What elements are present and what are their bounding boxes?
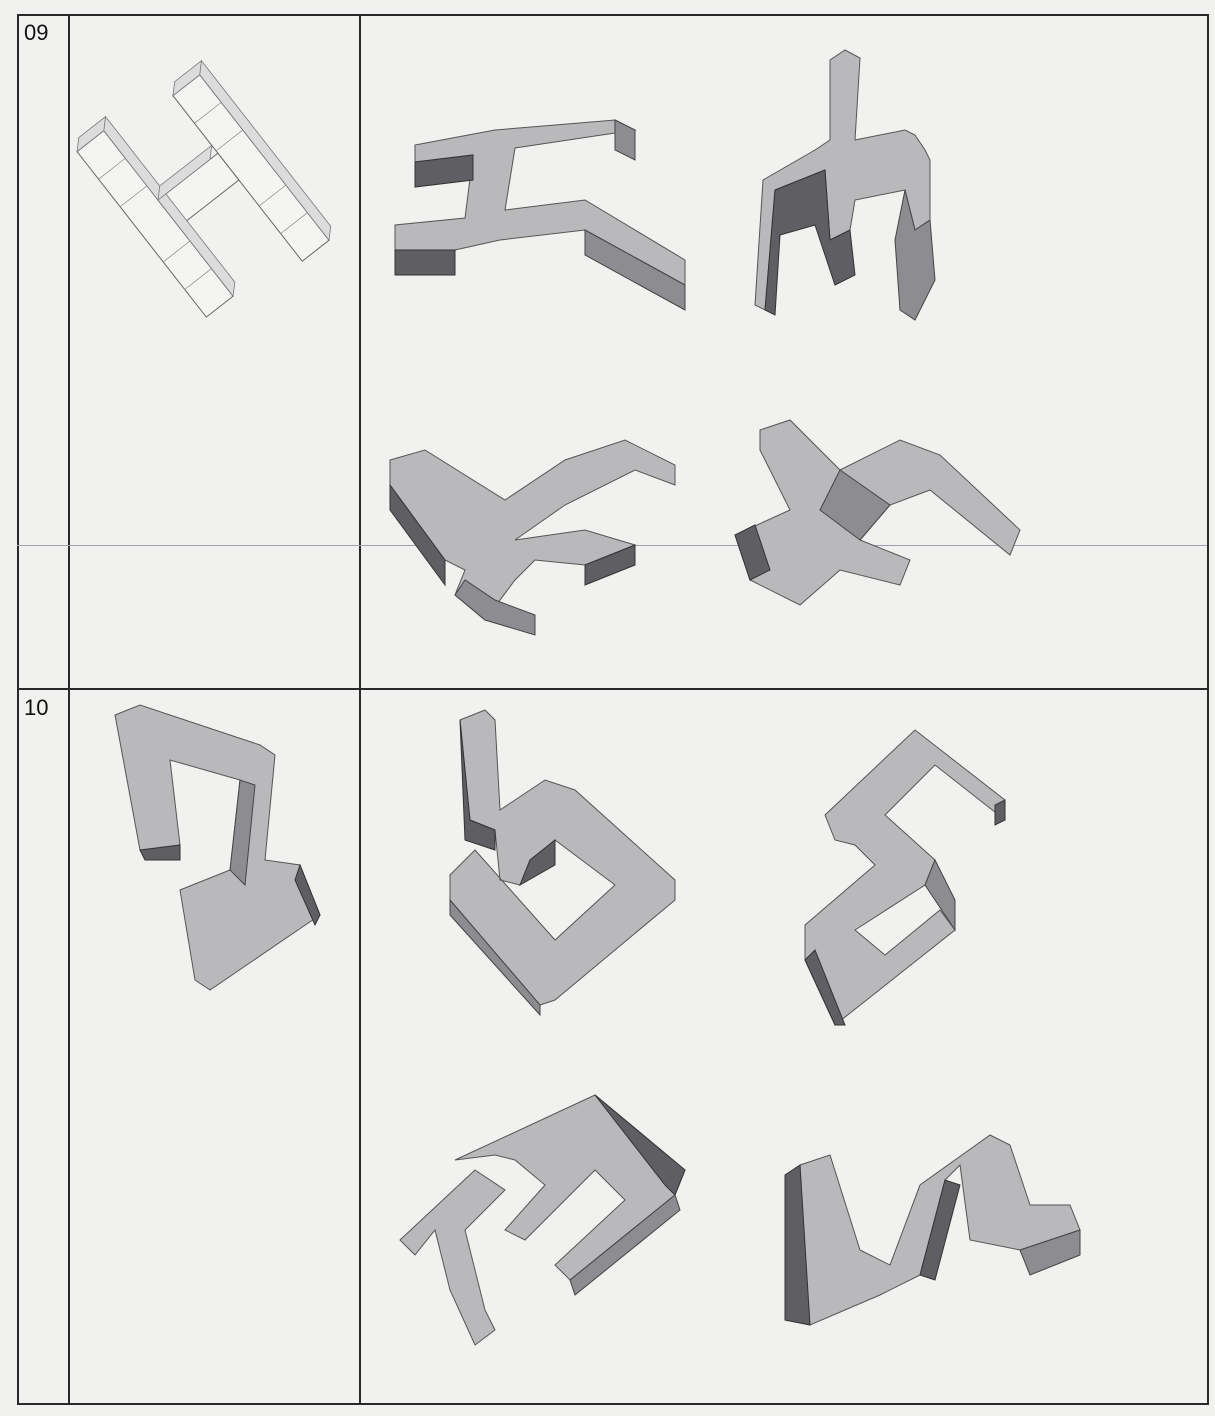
row-divider <box>17 688 1209 690</box>
answer-option-09-a[interactable] <box>385 100 705 340</box>
answer-option-09-d[interactable] <box>730 410 1030 610</box>
question-number: 09 <box>24 20 48 46</box>
number-column-divider <box>68 14 70 1405</box>
table-border-left <box>17 14 19 1405</box>
answer-option-10-d[interactable] <box>770 1125 1090 1335</box>
reference-figure-10 <box>100 700 330 1000</box>
answer-option-10-a[interactable] <box>445 700 685 1020</box>
table-border-bottom <box>17 1403 1209 1405</box>
answer-option-09-c[interactable] <box>385 420 685 640</box>
answer-option-10-b[interactable] <box>795 725 1035 1035</box>
answer-option-10-c[interactable] <box>395 1090 695 1350</box>
table-border-right <box>1207 14 1209 1405</box>
question-number: 10 <box>24 695 48 721</box>
table-border-top <box>17 14 1209 16</box>
answer-option-09-b[interactable] <box>755 40 975 330</box>
reference-figure-09 <box>95 50 325 350</box>
reference-column-divider <box>359 14 361 1405</box>
